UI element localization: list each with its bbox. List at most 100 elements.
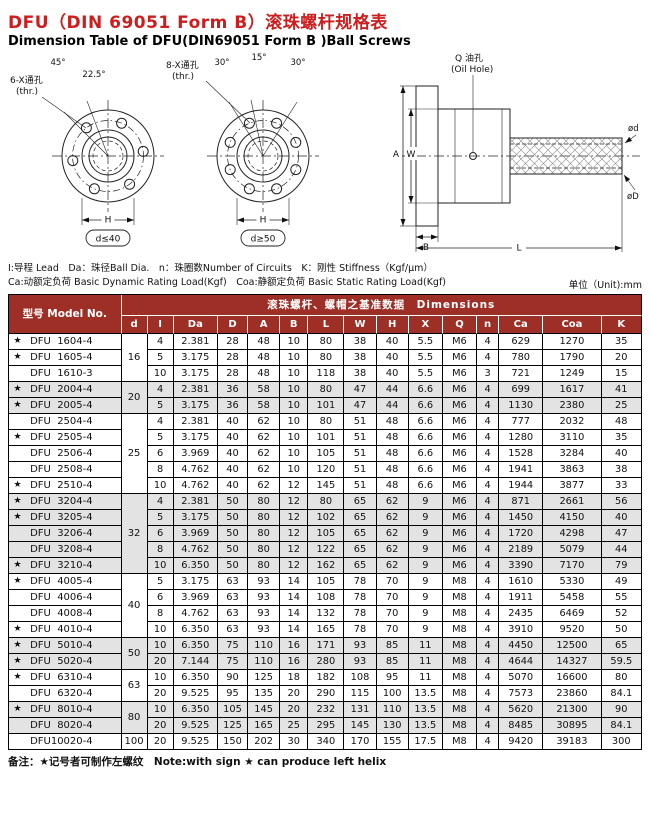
dim-n: 4 [477,605,500,622]
dim-a: 58 [248,381,281,398]
dim-coa: 4150 [543,509,602,526]
dim-h-mid: H [260,216,267,226]
col-header-l: L [308,315,345,334]
left-helix-star-empty [9,414,26,430]
dim-l: 340 [308,733,345,750]
dim-ca: 1941 [499,461,544,478]
model-number: DFU 1605-4 [25,349,122,366]
dim-h-left: H [105,216,112,226]
dim-a: 62 [248,477,281,494]
dim-da: 9.525 [173,717,218,734]
model-number: DFU 3206-4 [25,525,122,542]
dim-x: 11 [408,669,443,686]
ball-nut-side-view [398,75,640,252]
dim-ca: 1130 [499,397,544,414]
dim-ca: 5620 [499,701,544,718]
dim-ca: 871 [499,493,544,510]
dim-k: 33 [601,477,642,494]
model-number: DFU 1610-3 [25,365,122,382]
left-helix-star: ★ [9,653,26,670]
dim-coa: 5330 [543,573,602,590]
model-column-header: 型号 Model No. [9,294,122,334]
dim-k: 84.1 [601,685,642,702]
dim-b: 12 [280,525,309,542]
dim-w: 131 [344,701,377,718]
dim-coa: 39183 [543,733,602,750]
dim-l: 101 [308,397,345,414]
dim-h: 155 [376,733,409,750]
dim-minor-diameter-label: ød [628,124,639,134]
hole-thread-label-left: (thr.) [16,87,38,97]
dim-k: 20 [601,349,642,366]
dim-h: 40 [376,349,409,366]
dim-n: 4 [477,621,500,638]
left-helix-star: ★ [9,478,26,494]
dim-l: 80 [308,413,345,430]
dim-n: 4 [477,525,500,542]
dim-da: 2.381 [173,413,218,430]
dim-w: 93 [344,653,377,670]
dim-a: 48 [248,333,281,350]
dim-ca: 2435 [499,605,544,622]
dim-x: 6.6 [408,461,443,478]
dim-h: 95 [376,669,409,686]
dim-x: 5.5 [408,365,443,382]
dim-k: 40 [601,445,642,462]
dim-k: 38 [601,461,642,478]
dim-h: 62 [376,509,409,526]
dim-b: 10 [280,365,309,382]
dim-i: 8 [147,541,174,558]
dim-ca: 8485 [499,717,544,734]
dim-k: 49 [601,573,642,590]
dim-k: 84.1 [601,717,642,734]
dim-w: 51 [344,477,377,494]
dim-coa: 30895 [543,717,602,734]
left-helix-star-empty [9,446,26,462]
dim-coa: 3877 [543,477,602,494]
dim-n: 4 [477,461,500,478]
left-helix-star-empty [9,734,26,750]
dim-ca: 9420 [499,733,544,750]
dim-w: 78 [344,621,377,638]
dim-coa: 23860 [543,685,602,702]
dim-w: 65 [344,541,377,558]
dim-k: 35 [601,429,642,446]
dim-l: 80 [308,349,345,366]
legend-line-1: I:导程 Lead Da：珠径Ball Dia. n：珠圈数Number of … [8,263,433,274]
flange-front-view-large [205,80,319,247]
col-header-k: K [601,315,642,334]
dim-w: 51 [344,429,377,446]
left-helix-star: ★ [9,430,26,446]
dim-ca: 3910 [499,621,544,638]
dim-n: 4 [477,557,500,574]
dim-d: 50 [217,541,249,558]
dim-q: M6 [442,509,478,526]
dim-q: M8 [442,653,478,670]
dim-i: 20 [147,717,174,734]
model-number: DFU 2510-4 [25,477,122,494]
w-label-bg [405,147,417,160]
dim-a: 62 [248,445,281,462]
dim-coa: 2032 [543,413,602,430]
dim-h: 48 [376,477,409,494]
dim-coa: 3863 [543,461,602,478]
dim-w: 115 [344,685,377,702]
dim-b: 14 [280,573,309,590]
left-helix-star-empty [9,590,26,606]
dim-i: 20 [147,733,174,750]
dim-coa: 1617 [543,381,602,398]
h-label-bg [256,213,270,225]
dim-i: 4 [147,333,174,350]
dim-w: 38 [344,365,377,382]
dim-k: 40 [601,509,642,526]
left-helix-star-empty [9,606,26,622]
dim-x: 5.5 [408,349,443,366]
dim-i: 6 [147,445,174,462]
dim-w: 38 [344,349,377,366]
